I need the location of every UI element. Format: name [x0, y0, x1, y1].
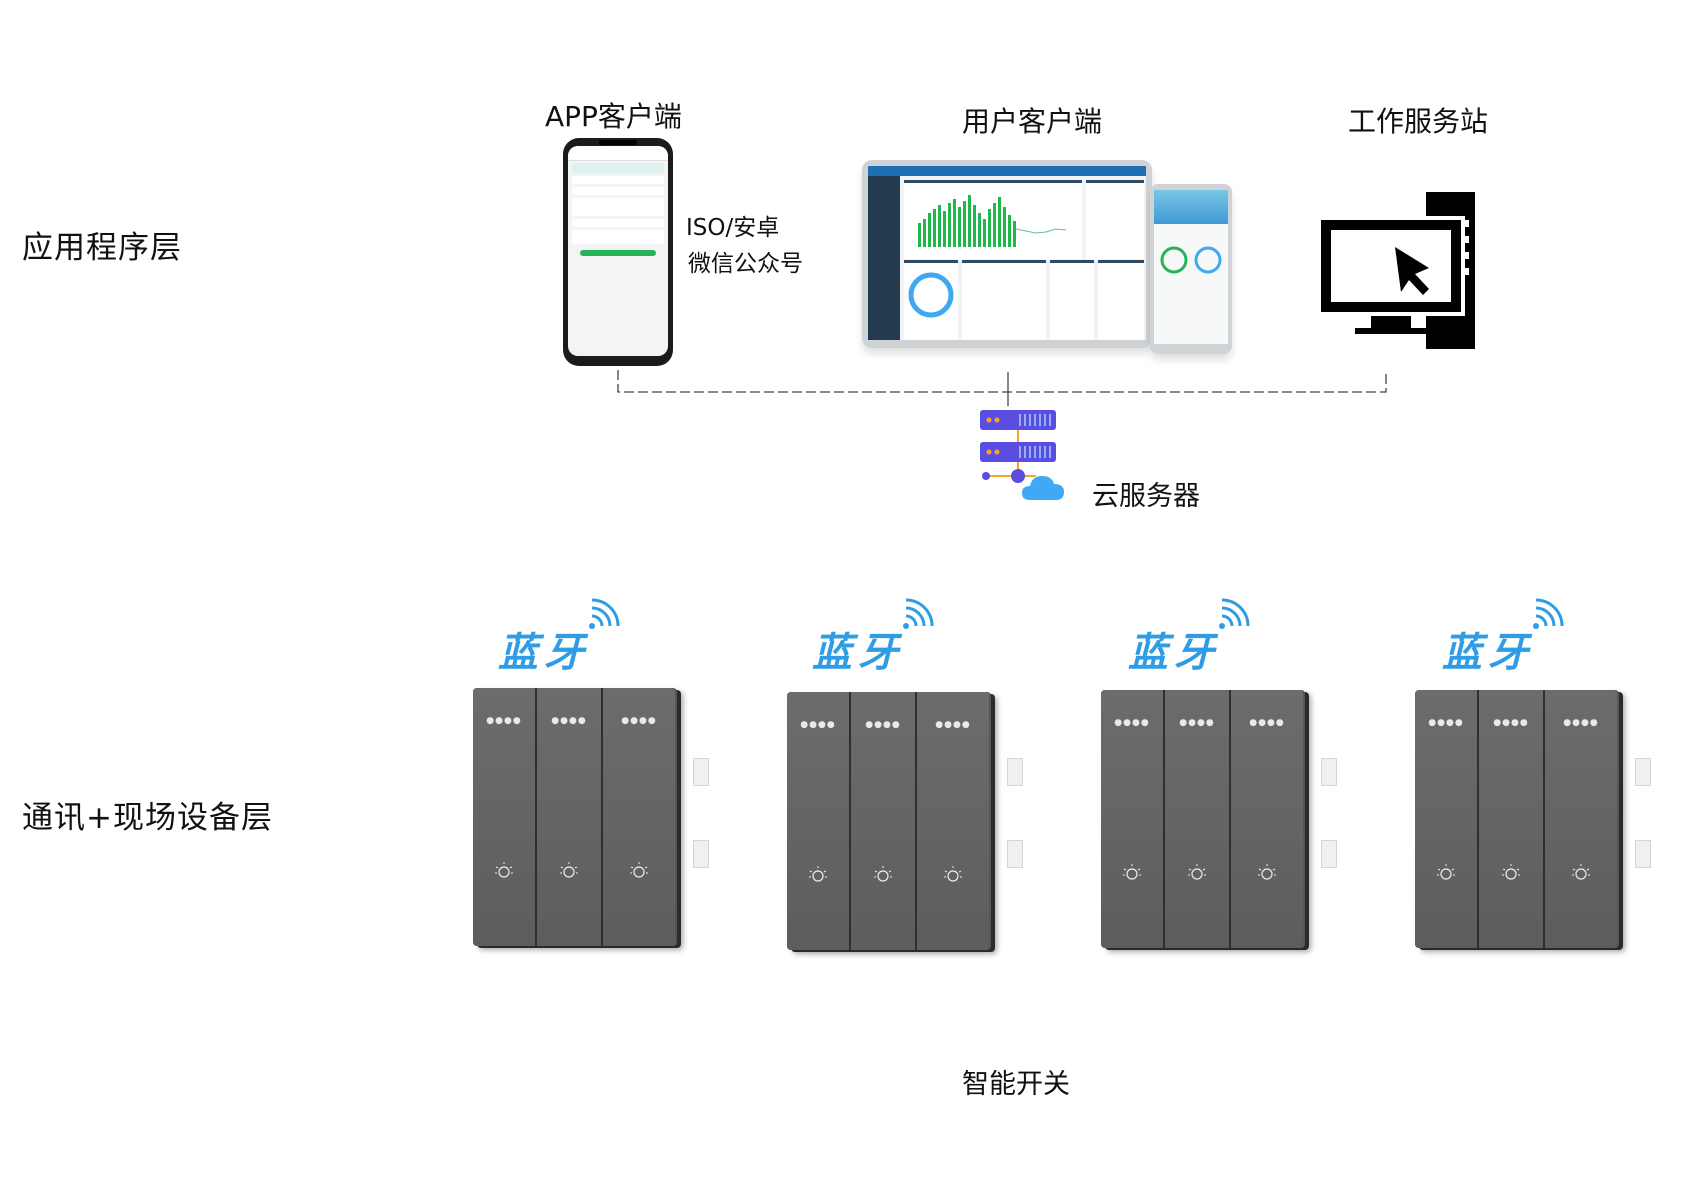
- cloud-server-label: 云服务器: [1092, 481, 1200, 512]
- switch-mount-clip: [1635, 758, 1651, 786]
- phone-screen: [568, 146, 668, 356]
- switch-key: ●●●●: [1479, 690, 1545, 948]
- mobile-banner: [1154, 190, 1228, 224]
- wifi-signal-icon: [903, 598, 934, 629]
- dashboard-gauge-panel: [904, 260, 958, 340]
- phone-notch: [599, 140, 637, 145]
- wifi-signal-icon: [1219, 598, 1250, 629]
- cloud-server-icon: [980, 410, 1064, 500]
- light-bulb-icon: [630, 862, 648, 878]
- dashboard-list-panel: [1098, 260, 1144, 340]
- workstation-label: 工作服务站: [1348, 105, 1489, 138]
- light-bulb-icon: [809, 866, 827, 882]
- switch-key: ●●●●: [1415, 690, 1479, 948]
- gauge-graphic: [908, 272, 954, 318]
- light-bulb-icon: [1258, 864, 1276, 880]
- switch-mount-clip: [1635, 840, 1651, 868]
- light-bulb-icon: [1123, 864, 1141, 880]
- switch-plate: ●●●● ●●●● ●●●●: [473, 688, 677, 946]
- wifi-signal-icon: [589, 598, 620, 629]
- bluetooth-label-2: 蓝牙: [812, 598, 934, 678]
- bar-chart-graphic: [918, 195, 1067, 247]
- switch-key: ●●●●: [603, 688, 675, 946]
- bluetooth-text: 蓝牙: [1128, 629, 1220, 676]
- switch-key: ●●●●: [1165, 690, 1231, 948]
- phone-button: [580, 250, 656, 256]
- switch-key: ●●●●: [787, 692, 851, 950]
- phone-row: [572, 176, 664, 184]
- light-bulb-icon: [874, 866, 892, 882]
- bluetooth-text: 蓝牙: [812, 629, 904, 676]
- user-client-label: 用户客户端: [962, 105, 1103, 138]
- dashboard-stats-panel: [1086, 180, 1144, 259]
- switch-key: ●●●●: [851, 692, 917, 950]
- switch-key: ●●●●: [1545, 690, 1617, 948]
- mobile-gauges-graphic: [1160, 246, 1222, 274]
- phone-illustration: [563, 138, 673, 366]
- light-bulb-icon: [1188, 864, 1206, 880]
- smart-switch: ●●●● ●●●● ●●●●: [1101, 690, 1337, 948]
- dashboard-screen: [868, 166, 1146, 340]
- dashboard-tablet-illustration: [862, 160, 1152, 348]
- bluetooth-text: 蓝牙: [498, 629, 590, 676]
- switch-key: ●●●●: [917, 692, 989, 950]
- light-bulb-icon: [1437, 864, 1455, 880]
- switch-mount-clip: [693, 840, 709, 868]
- smart-switch: ●●●● ●●●● ●●●●: [473, 688, 709, 946]
- switch-plate: ●●●● ●●●● ●●●●: [1101, 690, 1305, 948]
- bluetooth-label-4: 蓝牙: [1442, 598, 1564, 678]
- os-label: ISO/安卓 微信公众号: [686, 210, 803, 282]
- switch-plate: ●●●● ●●●● ●●●●: [787, 692, 991, 950]
- dashboard-topbar: [868, 166, 1146, 176]
- phone-appbar: [568, 146, 668, 161]
- smart-switch: ●●●● ●●●● ●●●●: [787, 692, 1023, 950]
- bluetooth-text: 蓝牙: [1442, 629, 1534, 676]
- app-client-label: APP客户端: [545, 100, 682, 133]
- phone-row: [572, 187, 664, 195]
- switch-mount-clip: [693, 758, 709, 786]
- dashboard-chart-panel: [904, 180, 1082, 259]
- bluetooth-label-1: 蓝牙: [498, 598, 620, 678]
- switch-key: ●●●●: [537, 688, 603, 946]
- light-bulb-icon: [1572, 864, 1590, 880]
- phone-row: [572, 198, 664, 216]
- light-bulb-icon: [495, 862, 513, 878]
- light-bulb-icon: [560, 862, 578, 878]
- switch-mount-clip: [1007, 758, 1023, 786]
- dashboard-table-panel: [962, 260, 1046, 340]
- phone-row: [572, 219, 664, 227]
- switch-mount-clip: [1321, 758, 1337, 786]
- dashboard-list-panel: [1050, 260, 1094, 340]
- phone-tabbar: [572, 163, 664, 173]
- computer-icon: [1317, 192, 1475, 349]
- light-bulb-icon: [944, 866, 962, 882]
- smart-switch: ●●●● ●●●● ●●●●: [1415, 690, 1651, 948]
- phone-row: [572, 230, 664, 244]
- switch-plate: ●●●● ●●●● ●●●●: [1415, 690, 1619, 948]
- switch-key: ●●●●: [1101, 690, 1165, 948]
- bluetooth-label-3: 蓝牙: [1128, 598, 1250, 678]
- switch-key: ●●●●: [473, 688, 537, 946]
- application-layer-label: 应用程序层: [22, 230, 182, 266]
- switch-key: ●●●●: [1231, 690, 1303, 948]
- mobile-dashboard-illustration: [1150, 184, 1232, 354]
- os-label-line1: ISO/安卓: [686, 215, 780, 241]
- switch-mount-clip: [1007, 840, 1023, 868]
- light-bulb-icon: [1502, 864, 1520, 880]
- os-label-line2: 微信公众号: [688, 251, 803, 277]
- wifi-signal-icon: [1533, 598, 1564, 629]
- device-layer-label: 通讯+现场设备层: [22, 800, 273, 836]
- mobile-dashboard-screen: [1154, 190, 1228, 344]
- switch-mount-clip: [1321, 840, 1337, 868]
- smart-switch-caption: 智能开关: [962, 1069, 1070, 1100]
- dashboard-sidebar: [868, 166, 900, 340]
